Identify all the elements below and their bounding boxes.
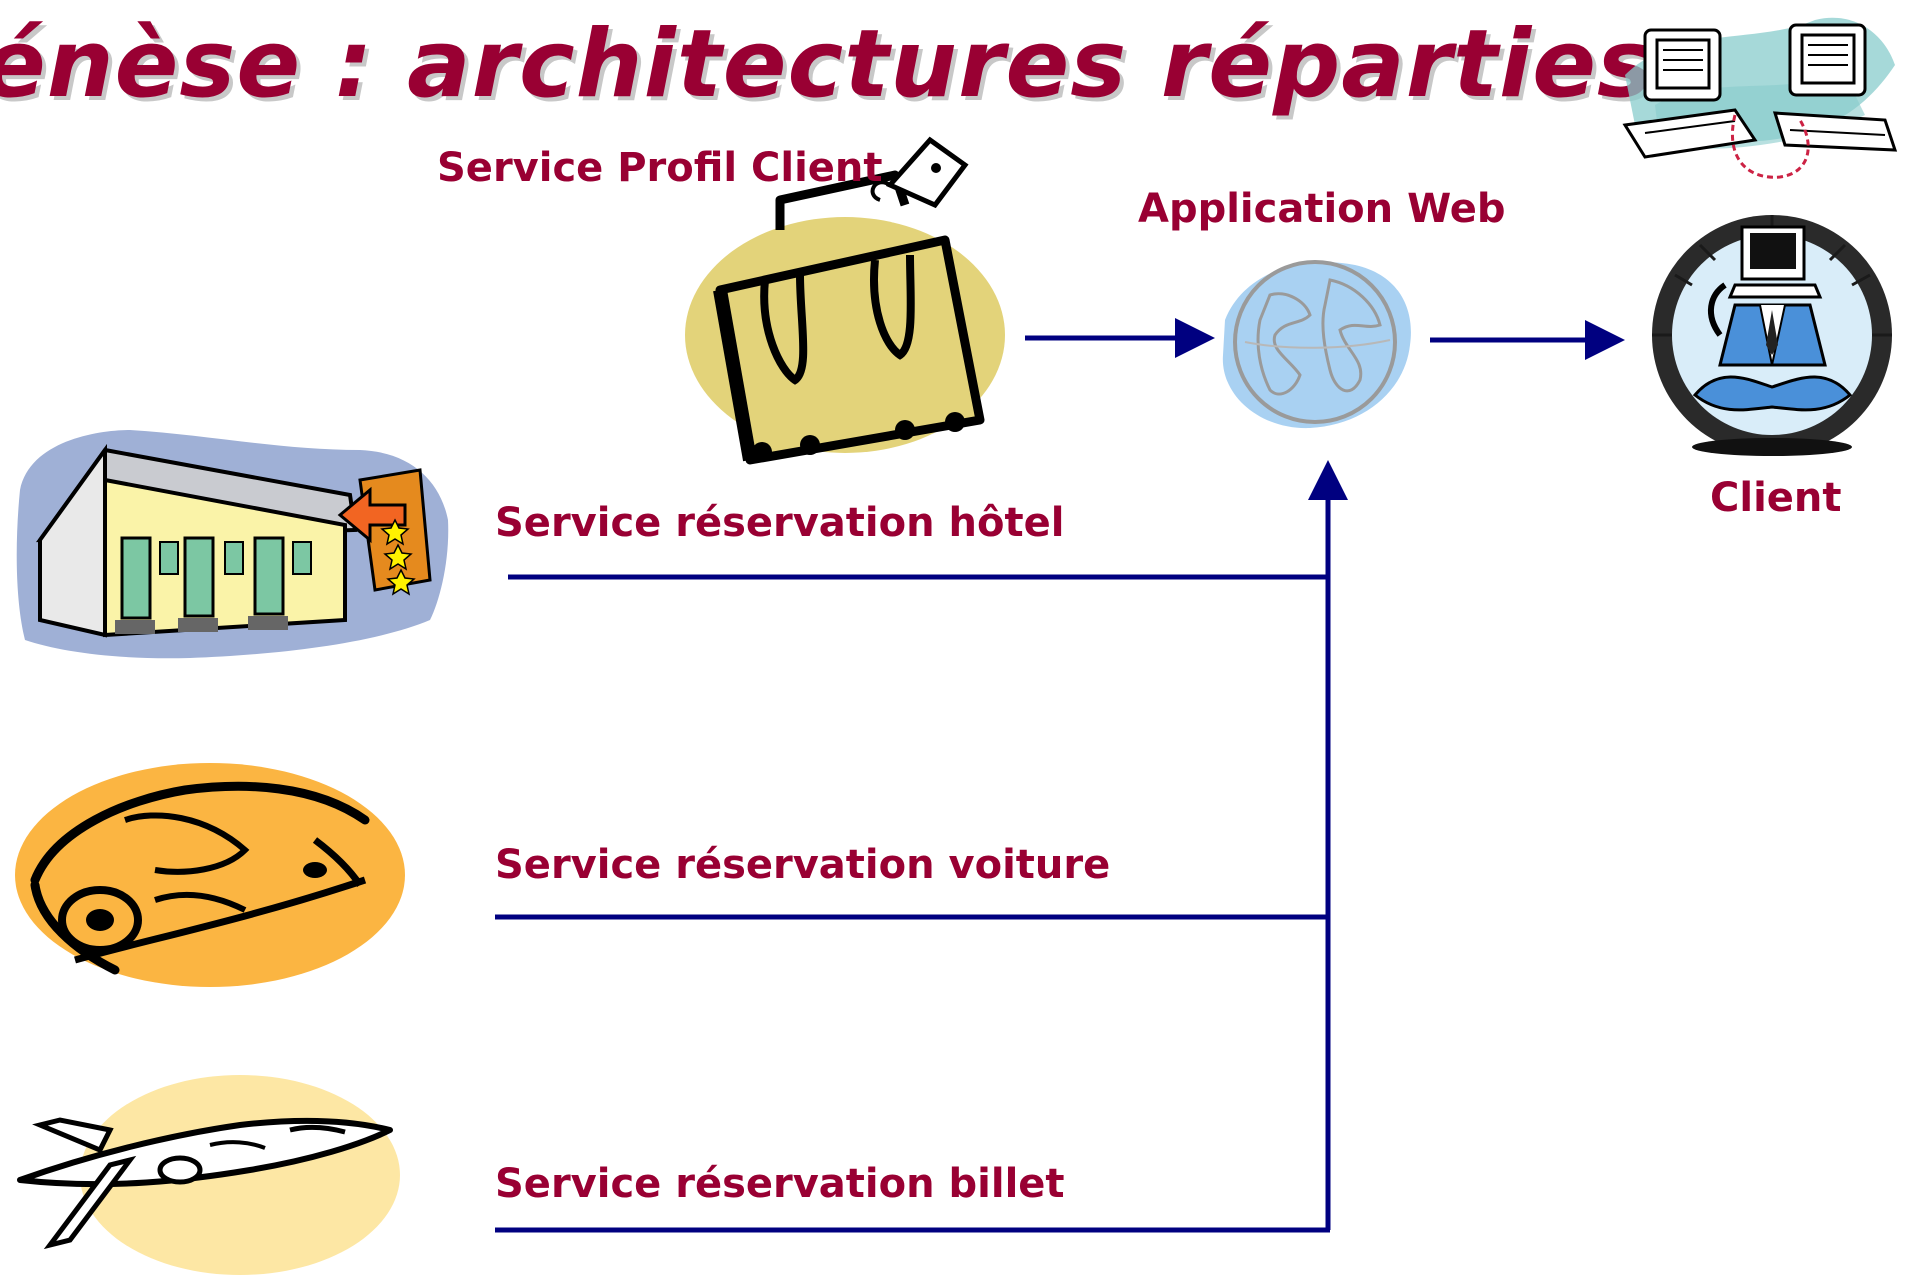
car-icon — [15, 763, 405, 987]
label-service-reservation-billet: Service réservation billet — [495, 1161, 1065, 1207]
label-application-web: Application Web — [1138, 186, 1506, 232]
globe-icon — [1222, 260, 1411, 429]
hotel-icon — [16, 430, 449, 659]
label-service-profil-client: Service Profil Client — [437, 145, 883, 191]
slide-title: énèse : architectures réparties — [0, 10, 1654, 119]
label-client: Client — [1710, 475, 1842, 521]
client-person-icon — [1652, 215, 1892, 456]
networked-computers-icon — [1622, 17, 1898, 179]
airplane-icon — [17, 1075, 400, 1275]
label-service-reservation-hotel: Service réservation hôtel — [495, 500, 1065, 546]
suitcase-icon — [685, 136, 1005, 465]
label-service-reservation-voiture: Service réservation voiture — [495, 842, 1111, 888]
